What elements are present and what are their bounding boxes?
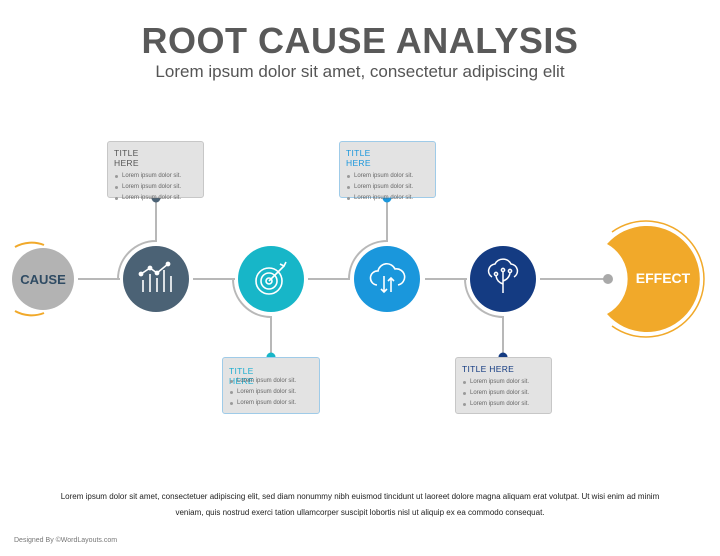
page-title: ROOT CAUSE ANALYSIS (141, 20, 579, 61)
target-icon (255, 261, 287, 295)
list-item: Lorem ipsum dolor sit. (114, 193, 197, 204)
list-item: Lorem ipsum dolor sit. (229, 376, 313, 387)
page-subtitle: Lorem ipsum dolor sit amet, consectetur … (155, 62, 565, 81)
effect-connector-dot (603, 274, 613, 284)
list-item: Lorem ipsum dolor sit. (114, 171, 197, 182)
effect-outer-ring (611, 220, 705, 338)
cause-node: CAUSE (12, 241, 74, 317)
cause-label: CAUSE (20, 272, 66, 287)
info-box-title: TITLE HERE (346, 148, 371, 168)
effect-node: EFFECT (607, 220, 705, 338)
info-box-1: TITLE HERE Lorem ipsum dolor sit. Lorem … (107, 141, 204, 201)
list-item: Lorem ipsum dolor sit. (229, 387, 313, 398)
step-node-4 (470, 246, 536, 312)
list-item: Lorem ipsum dolor sit. (346, 193, 429, 204)
description-line-1: Lorem ipsum dolor sit amet, consectetuer… (60, 492, 660, 501)
list-item: Lorem ipsum dolor sit. (462, 377, 545, 388)
list-item: Lorem ipsum dolor sit. (229, 398, 313, 409)
info-box-list: Lorem ipsum dolor sit. Lorem ipsum dolor… (229, 376, 313, 409)
leader-step2 (232, 278, 272, 357)
list-item: Lorem ipsum dolor sit. (462, 399, 545, 410)
description-line-2: veniam, quis nostrud exerci tation ullam… (175, 508, 545, 517)
info-box-list: Lorem ipsum dolor sit. Lorem ipsum dolor… (114, 171, 197, 204)
list-item: Lorem ipsum dolor sit. (462, 388, 545, 399)
info-box-list: Lorem ipsum dolor sit. Lorem ipsum dolor… (462, 377, 545, 410)
leader-step3 (348, 198, 388, 280)
cause-accent-arc-top (14, 241, 45, 248)
leader-step4 (464, 278, 504, 357)
cause-circle (12, 248, 74, 310)
info-box-title: TITLE HERE (462, 364, 515, 374)
effect-label: EFFECT (636, 270, 691, 286)
info-box-list: Lorem ipsum dolor sit. Lorem ipsum dolor… (346, 171, 429, 204)
step-circle-1 (123, 246, 189, 312)
step-node-1 (123, 246, 189, 312)
description-text: Lorem ipsum dolor sit amet, consectetuer… (30, 489, 690, 521)
leader-step1 (117, 198, 157, 280)
info-box-title: TITLE HERE (229, 366, 254, 386)
info-box-4: TITLE HERE Lorem ipsum dolor sit. Lorem … (455, 357, 552, 414)
list-item: Lorem ipsum dolor sit. (114, 182, 197, 193)
list-item: Lorem ipsum dolor sit. (346, 182, 429, 193)
cloud-upload-download-icon (369, 263, 406, 294)
step-circle-3 (354, 246, 420, 312)
info-box-2: TITLE HERE Lorem ipsum dolor sit. Lorem … (222, 357, 320, 414)
leader-lines (117, 198, 504, 357)
list-item: Lorem ipsum dolor sit. (346, 171, 429, 182)
cause-accent-arc-bottom (14, 310, 45, 317)
credit-text: Designed By ©WordLayouts.com (14, 537, 118, 544)
line-chart-icon (138, 261, 172, 292)
idea-tree-icon (487, 258, 519, 293)
effect-shape (607, 226, 700, 332)
step-node-3 (354, 246, 420, 312)
info-box-3: TITLE HERE Lorem ipsum dolor sit. Lorem … (339, 141, 436, 201)
info-box-title: TITLE HERE (114, 148, 139, 168)
step-node-2 (238, 246, 304, 312)
